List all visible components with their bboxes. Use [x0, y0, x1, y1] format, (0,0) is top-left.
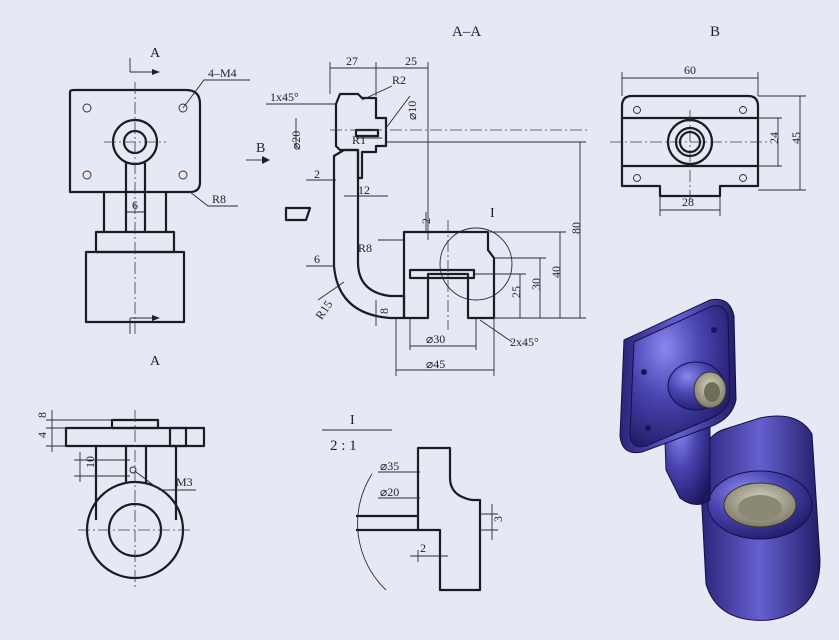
- section-aa: A–A: [246, 24, 590, 376]
- mount-holes: [82, 103, 188, 180]
- arrow-b-label: B: [256, 141, 265, 156]
- dim-28: 28: [682, 195, 694, 209]
- dim-r15: R15: [312, 298, 335, 322]
- dim-2a: 2: [314, 167, 320, 181]
- dim-h30: 30: [529, 278, 543, 290]
- section-title: A–A: [452, 24, 481, 40]
- bottom-dim-4: 4: [35, 432, 49, 438]
- dim-r1: R1: [352, 133, 366, 147]
- dim-h80: 80: [569, 222, 583, 234]
- dim-h40: 40: [549, 266, 563, 278]
- dim-12: 12: [358, 183, 370, 197]
- dim-chamfer2: 2x45°: [510, 335, 539, 349]
- dim-r8: R8: [358, 241, 372, 255]
- detail-dim-3: 3: [491, 516, 505, 522]
- dim-8: 8: [377, 308, 391, 314]
- dim-h25: 25: [509, 286, 523, 298]
- dim-45: 45: [789, 132, 803, 144]
- dim-27: 27: [346, 54, 358, 68]
- section-dimension-lines: [266, 62, 586, 376]
- detail-scale: 2 : 1: [330, 438, 357, 454]
- detail-phi35: ⌀35: [380, 459, 399, 473]
- detail-phi20: ⌀20: [380, 485, 399, 499]
- bottom-view: 8 4 10 M3: [35, 410, 206, 590]
- detail-title: I: [350, 413, 355, 428]
- dim-phi20: ⌀20: [289, 131, 303, 150]
- isometric-model: [619, 298, 821, 621]
- dim-6: 6: [314, 252, 320, 266]
- holes-callout: 4–M4: [208, 66, 237, 80]
- detail-marker: I: [490, 206, 495, 221]
- dim-2b: 2: [419, 218, 433, 224]
- radius-callout: R8: [212, 192, 226, 206]
- dim-60: 60: [684, 63, 696, 77]
- rib-dim: 6: [132, 198, 138, 212]
- dim-chamfer1: 1x45°: [270, 90, 299, 104]
- dim-phi45: ⌀45: [426, 357, 445, 371]
- detail-dim-2: 2: [420, 541, 426, 555]
- view-b: B 60 24 45 28: [610, 24, 806, 216]
- bottom-dim-m3: M3: [176, 475, 193, 489]
- front-view: A A 4–M4 6 R8: [68, 46, 250, 369]
- dim-25: 25: [405, 54, 417, 68]
- dim-24: 24: [767, 132, 781, 144]
- bottom-dim-10: 10: [83, 456, 97, 468]
- detail-view: I 2 : 1 ⌀35 ⌀20 3 2: [322, 413, 505, 592]
- dim-phi10: ⌀10: [405, 101, 419, 120]
- cut-label-bottom: A: [150, 354, 161, 369]
- cut-label-top: A: [150, 46, 161, 61]
- bottom-dim-8: 8: [35, 412, 49, 418]
- dim-r2: R2: [392, 73, 406, 87]
- view-b-title: B: [710, 24, 720, 40]
- dim-phi30: ⌀30: [426, 332, 445, 346]
